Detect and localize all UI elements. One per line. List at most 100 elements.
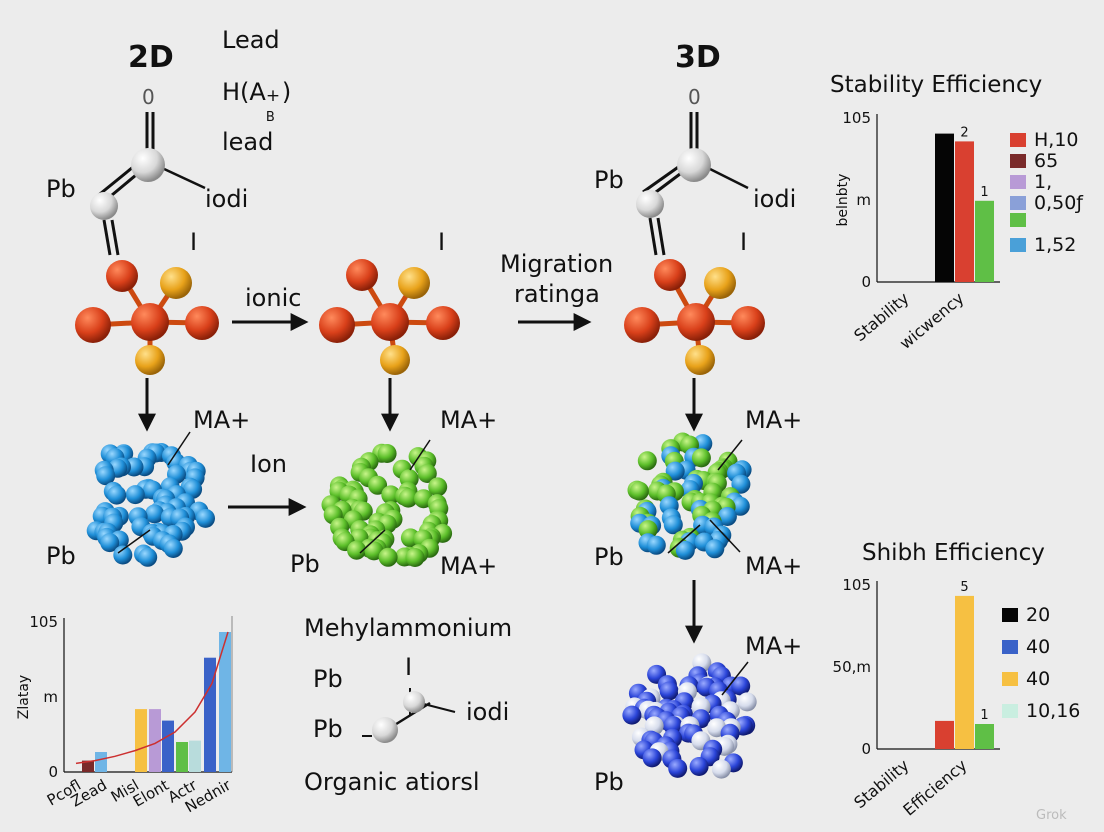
legend-item: 10,16 [1002, 700, 1080, 722]
iodi-label: iodi [753, 185, 797, 213]
sphere [417, 464, 437, 483]
ma-label: MA+ [745, 632, 803, 660]
legend-text: 20 [1026, 604, 1051, 626]
ma-label: MA+ [440, 552, 498, 580]
pb-small-label: Pb [313, 715, 343, 743]
legend-swatch [1002, 704, 1018, 718]
chart-title-stability: Stability Efficiency [830, 72, 1043, 98]
data-label: 1 [980, 708, 988, 723]
sphere [668, 758, 688, 778]
label-2d: 2D [128, 40, 174, 75]
ma-cluster-blue [86, 443, 215, 567]
label-3d: 3D [675, 40, 721, 75]
sphere [638, 520, 658, 540]
left-pbi-octahedron [75, 260, 219, 375]
sphere [731, 474, 751, 494]
legend-item: 1, [1010, 171, 1052, 193]
legend-swatch [1010, 154, 1026, 168]
y-tick-label: 0 [48, 763, 58, 781]
y-axis-label: Zlatay [16, 675, 32, 719]
pb-small-label: Pb [313, 665, 343, 693]
sphere [689, 757, 709, 776]
bar [935, 720, 954, 749]
bar [975, 200, 994, 282]
legend-text: H,10 [1034, 129, 1079, 151]
i-label: I [190, 228, 198, 256]
legend-swatch [1010, 133, 1026, 147]
right-pbi-octahedron [624, 259, 765, 375]
sphere [717, 507, 737, 526]
sphere [405, 548, 425, 567]
sphere [705, 539, 725, 559]
sphere [428, 477, 448, 497]
legend-item [1010, 213, 1034, 227]
iodi-label: iodi [205, 185, 249, 213]
pb-label: Pb [594, 768, 624, 796]
pointer-line [359, 529, 386, 554]
bar [149, 709, 161, 772]
ma-label: MA+ [745, 552, 803, 580]
legend-text: 1,52 [1034, 234, 1077, 256]
migration-label-2: ratinga [514, 280, 600, 308]
sphere [347, 540, 367, 560]
sphere [637, 451, 657, 471]
ma-label: MA+ [440, 406, 498, 434]
legend-text: 65 [1034, 150, 1059, 172]
bar [955, 595, 974, 749]
formula-lead-lower: lead [222, 128, 274, 156]
formula-sub: B [265, 110, 275, 125]
sphere [100, 533, 120, 553]
y-tick-label: 105 [29, 613, 58, 631]
sphere [107, 485, 127, 505]
sphere [691, 448, 711, 468]
bar [935, 133, 954, 282]
formula-lead-top: Lead [222, 26, 280, 54]
bar [955, 141, 974, 282]
legend-item: 20 [1002, 604, 1050, 626]
sphere [642, 748, 662, 768]
bar [95, 752, 107, 772]
pb-label: Pb [594, 543, 624, 571]
ma-cluster-mixed [627, 432, 752, 560]
ma-label: MA+ [745, 406, 803, 434]
sphere [730, 496, 750, 516]
sphere [629, 481, 649, 501]
pointer-line [667, 524, 701, 554]
sphere [378, 547, 398, 567]
legend-text: 40 [1026, 668, 1051, 690]
y-tick-label: 0 [861, 740, 871, 758]
data-label: 5 [960, 580, 968, 595]
y-axis-label: belnbty [835, 174, 851, 227]
sphere [96, 466, 116, 486]
pointer-line [717, 439, 743, 471]
ma-cluster-green [321, 443, 453, 567]
pb-label: Pb [594, 166, 624, 194]
legend-swatch [1010, 196, 1026, 210]
pb-label: Pb [46, 175, 76, 203]
methylammonium-label: Mehylammonium [304, 614, 513, 642]
i-label: I [740, 228, 748, 256]
middle-pbi-octahedron [319, 259, 460, 375]
i-small-label: I [405, 653, 413, 681]
ma-label: MA+ [193, 406, 251, 434]
legend-swatch [1002, 672, 1018, 686]
sphere [381, 485, 401, 505]
data-label: 1 [980, 185, 988, 200]
legend-swatch [1010, 238, 1026, 252]
sphere [368, 475, 388, 495]
legend-text: 40 [1026, 636, 1051, 658]
bar [162, 720, 174, 772]
bar [189, 740, 201, 772]
i-label: I [438, 228, 446, 256]
sphere [711, 759, 731, 779]
y-tick-label: m [856, 191, 871, 209]
pointer-line [721, 661, 749, 696]
bar [204, 657, 216, 772]
sphere [731, 676, 751, 696]
watermark: Grok [1036, 808, 1067, 823]
data-label: 2 [960, 125, 968, 140]
methylammonium-molecule [362, 688, 456, 743]
pointer-line [167, 431, 191, 466]
